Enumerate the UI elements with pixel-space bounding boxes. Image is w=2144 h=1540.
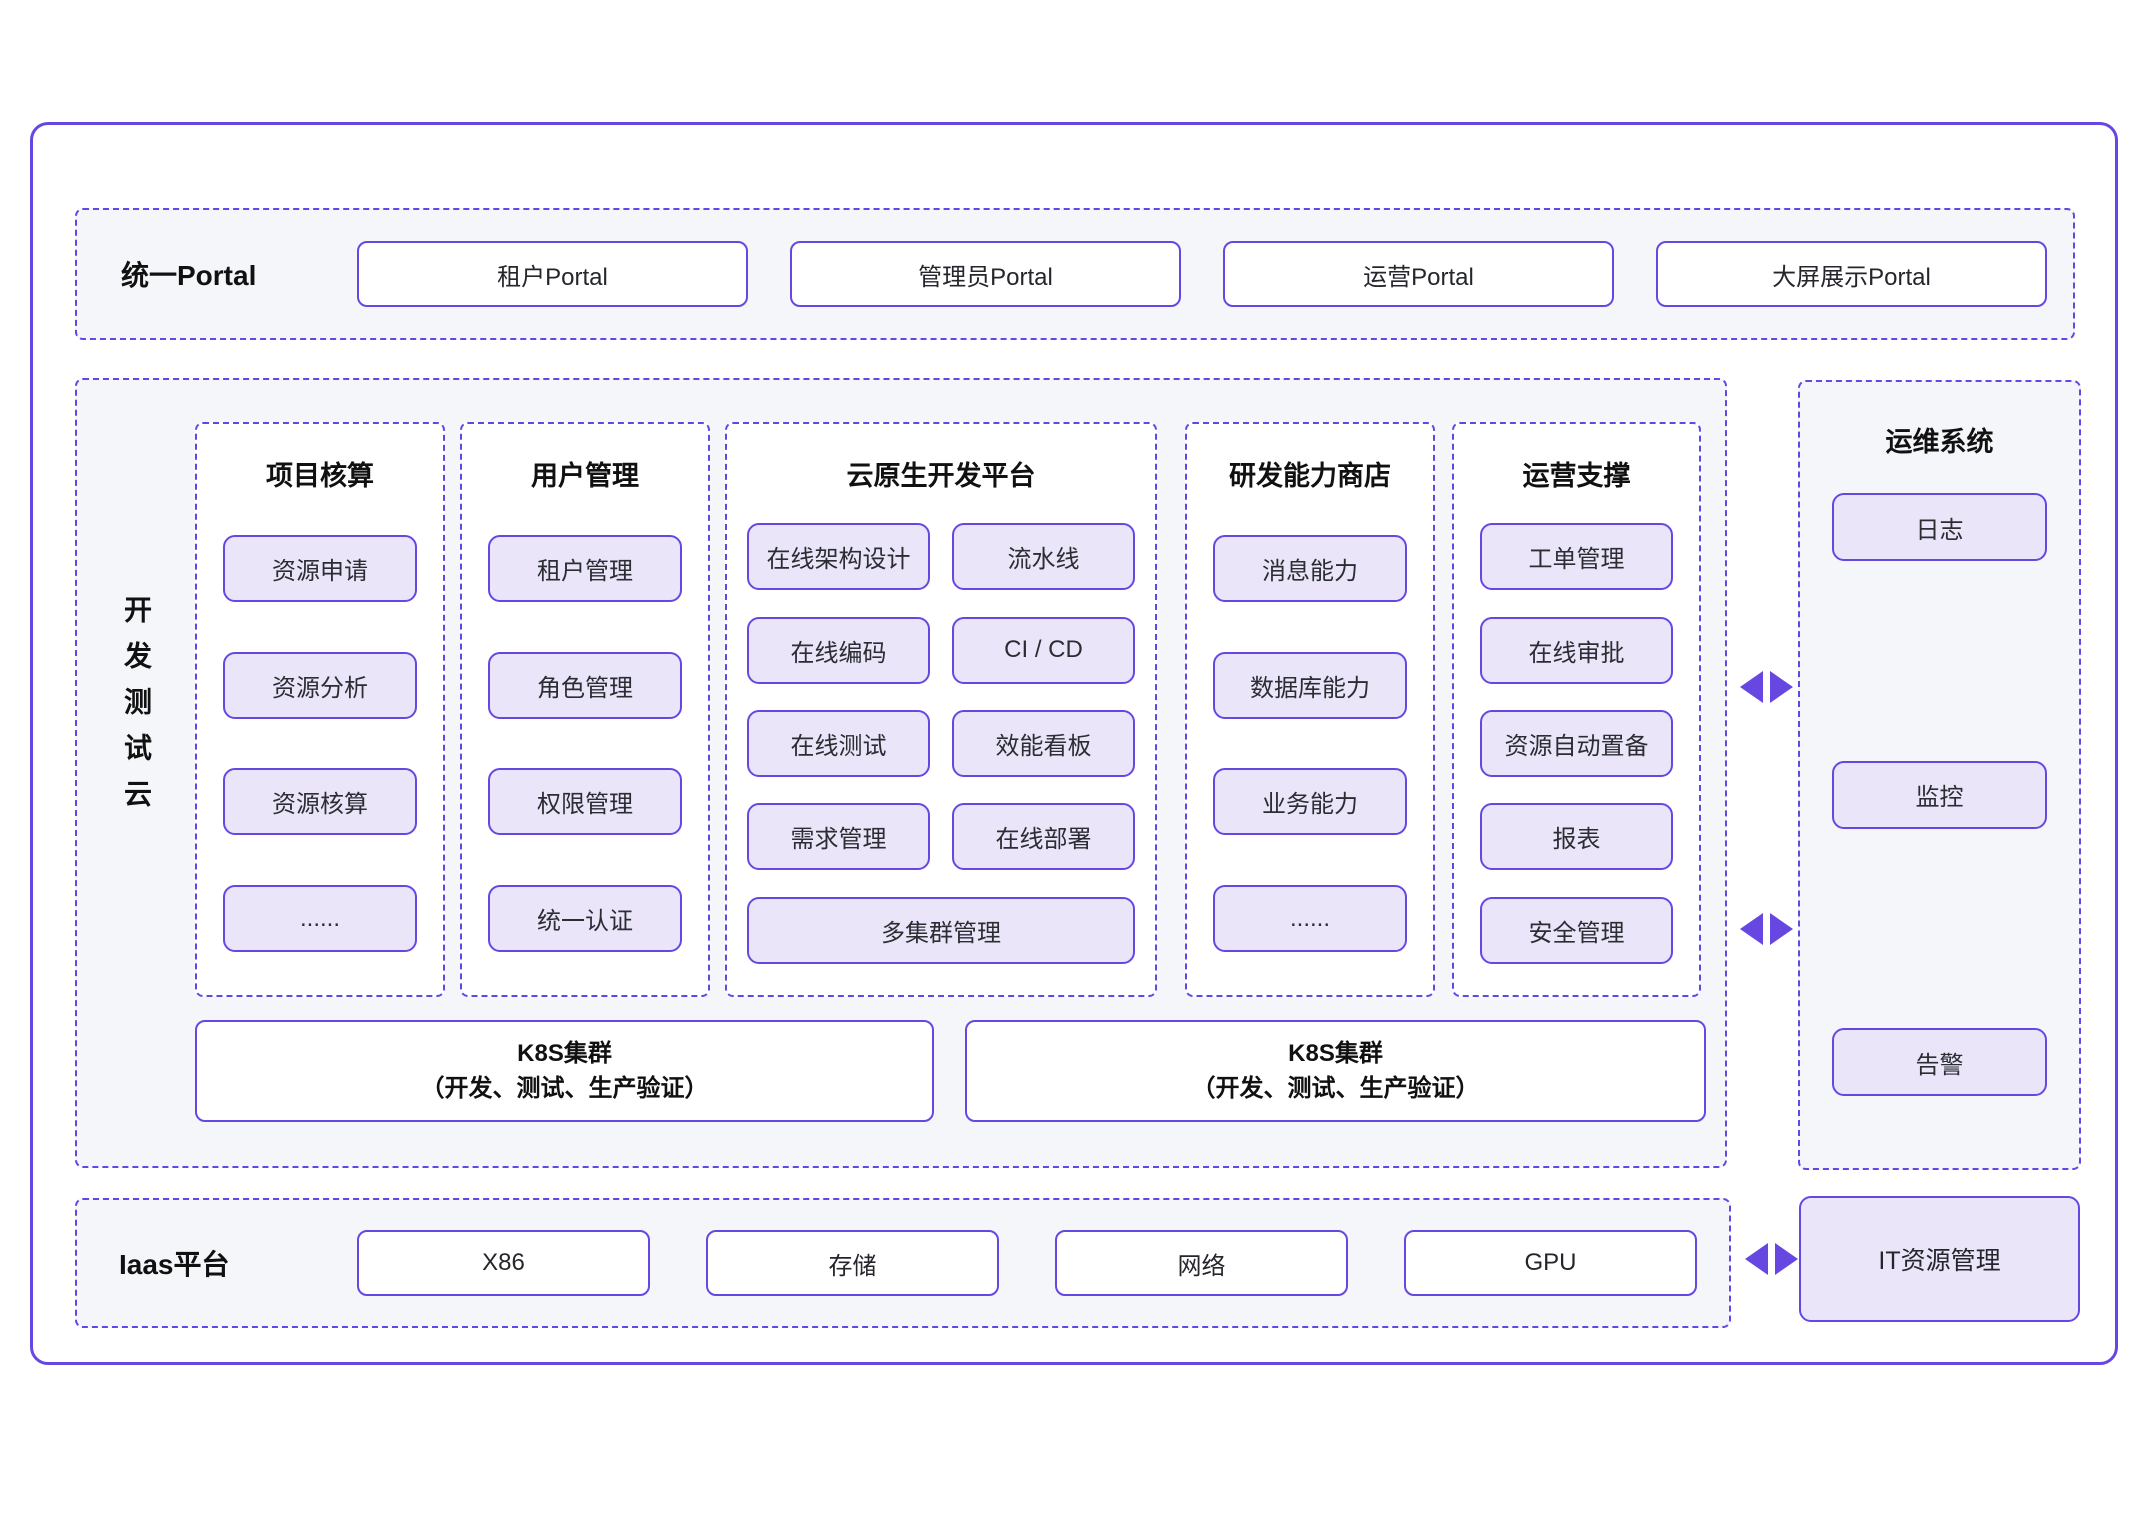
chip-ci-cd: CI / CD: [952, 616, 1135, 684]
column-operation-support: 运营支撑 工单管理 在线审批 资源自动置备 报表 安全管理: [1452, 422, 1701, 997]
chip-resource-apply: 资源申请: [223, 534, 417, 602]
chip-performance-board: 效能看板: [952, 709, 1135, 777]
chip-resource-accounting: 资源核算: [223, 768, 417, 836]
chip-row: 在线架构设计 流水线: [747, 523, 1135, 591]
column-rd-capability-store: 研发能力商店 消息能力 数据库能力 业务能力 ......: [1185, 422, 1435, 997]
column-items: 消息能力 数据库能力 业务能力 ......: [1187, 510, 1433, 995]
chip-database-capability: 数据库能力: [1213, 651, 1407, 719]
chip-alerting: 告警: [1832, 1028, 2047, 1096]
arrow-left-icon: [1745, 1243, 1768, 1275]
column-items: 工单管理 在线审批 资源自动置备 报表 安全管理: [1454, 510, 1699, 995]
ops-items: 日志 监控 告警: [1800, 459, 2079, 1168]
gpu-box: GPU: [1404, 1230, 1697, 1296]
chip-pipeline: 流水线: [952, 523, 1135, 591]
column-title: 运营支撑: [1522, 460, 1631, 491]
storage-box: 存储: [706, 1230, 999, 1296]
chip-row: 需求管理 在线部署: [747, 803, 1135, 871]
column-cloud-native-platform: 云原生开发平台 在线架构设计 流水线 在线编码 CI / CD 在线测试 效能看…: [725, 422, 1157, 997]
k8s-cluster-subtitle: （开发、测试、生产验证）: [1191, 1075, 1480, 1102]
column-title: 项目核算: [266, 460, 374, 491]
k8s-cluster-box-1: K8S集群 （开发、测试、生产验证）: [195, 1020, 934, 1122]
arrow-right-icon: [1770, 671, 1793, 703]
chip-online-testing: 在线测试: [747, 709, 930, 777]
chip-online-approval: 在线审批: [1480, 616, 1673, 684]
bidirectional-arrow-icon: [1745, 1243, 1798, 1275]
column-items: 租户管理 角色管理 权限管理 统一认证: [462, 510, 708, 995]
ops-system-section: 运维系统 日志 监控 告警: [1798, 380, 2081, 1170]
arrow-left-icon: [1740, 671, 1763, 703]
column-project-accounting: 项目核算 资源申请 资源分析 资源核算 ......: [195, 422, 445, 997]
iaas-box-row: X86 存储 网络 GPU: [357, 1230, 1697, 1296]
column-items: 资源申请 资源分析 资源核算 ......: [197, 510, 443, 995]
operation-portal-box: 运营Portal: [1223, 241, 1614, 307]
chip-role-management: 角色管理: [488, 651, 682, 719]
column-user-management: 用户管理 租户管理 角色管理 权限管理 统一认证: [460, 422, 710, 997]
chip-permission-management: 权限管理: [488, 768, 682, 836]
k8s-cluster-title: K8S集群: [517, 1040, 612, 1067]
ops-system-title: 运维系统: [1885, 427, 1994, 457]
bidirectional-arrow-icon: [1740, 913, 1793, 945]
chip-multi-cluster-management: 多集群管理: [747, 896, 1135, 964]
chip-row: 在线编码 CI / CD: [747, 616, 1135, 684]
chip-online-deploy: 在线部署: [952, 803, 1135, 871]
chip-online-arch-design: 在线架构设计: [747, 523, 930, 591]
architecture-diagram-container: 统一Portal 租户Portal 管理员Portal 运营Portal 大屏展…: [30, 122, 2118, 1365]
chip-monitoring: 监控: [1832, 760, 2047, 829]
chip-message-capability: 消息能力: [1213, 534, 1407, 602]
network-box: 网络: [1055, 1230, 1348, 1296]
chip-report: 报表: [1480, 803, 1673, 871]
arrow-right-icon: [1770, 913, 1793, 945]
chip-auto-provisioning: 资源自动置备: [1480, 709, 1673, 777]
column-title: 用户管理: [531, 460, 639, 491]
admin-portal-box: 管理员Portal: [790, 241, 1181, 307]
portal-box-row: 租户Portal 管理员Portal 运营Portal 大屏展示Portal: [357, 241, 2047, 307]
x86-box: X86: [357, 1230, 650, 1296]
it-resource-management-box: IT资源管理: [1799, 1196, 2080, 1322]
chip-work-order-management: 工单管理: [1480, 523, 1673, 591]
chip-unified-auth: 统一认证: [488, 885, 682, 953]
unified-portal-section: 统一Portal 租户Portal 管理员Portal 运营Portal 大屏展…: [75, 208, 2075, 340]
chip-online-coding: 在线编码: [747, 616, 930, 684]
iaas-platform-label: Iaas平台: [119, 1249, 230, 1280]
k8s-cluster-box-2: K8S集群 （开发、测试、生产验证）: [965, 1020, 1706, 1122]
dev-test-cloud-label: 开发测试云: [121, 594, 152, 825]
dev-test-cloud-section: 开发测试云 项目核算 资源申请 资源分析 资源核算 ...... 用户管理 租户…: [75, 378, 1727, 1168]
chip-security-management: 安全管理: [1480, 896, 1673, 964]
bidirectional-arrow-icon: [1740, 671, 1793, 703]
chip-logs: 日志: [1832, 493, 2047, 561]
bigscreen-portal-box: 大屏展示Portal: [1656, 241, 2047, 307]
iaas-platform-section: Iaas平台 X86 存储 网络 GPU: [75, 1198, 1731, 1328]
column-items: 在线架构设计 流水线 在线编码 CI / CD 在线测试 效能看板 需求管理 在…: [727, 510, 1155, 995]
arrow-left-icon: [1740, 913, 1763, 945]
chip-ellipsis: ......: [223, 885, 417, 953]
k8s-cluster-title: K8S集群: [1288, 1040, 1383, 1067]
k8s-cluster-subtitle: （开发、测试、生产验证）: [420, 1075, 709, 1102]
chip-resource-analysis: 资源分析: [223, 651, 417, 719]
column-title: 研发能力商店: [1229, 460, 1391, 491]
chip-tenant-management: 租户管理: [488, 534, 682, 602]
chip-row: 在线测试 效能看板: [747, 709, 1135, 777]
chip-ellipsis: ......: [1213, 885, 1407, 953]
unified-portal-label: 统一Portal: [121, 260, 257, 291]
arrow-right-icon: [1775, 1243, 1798, 1275]
column-title: 云原生开发平台: [846, 460, 1036, 491]
chip-business-capability: 业务能力: [1213, 768, 1407, 836]
chip-requirement-management: 需求管理: [747, 803, 930, 871]
tenant-portal-box: 租户Portal: [357, 241, 748, 307]
